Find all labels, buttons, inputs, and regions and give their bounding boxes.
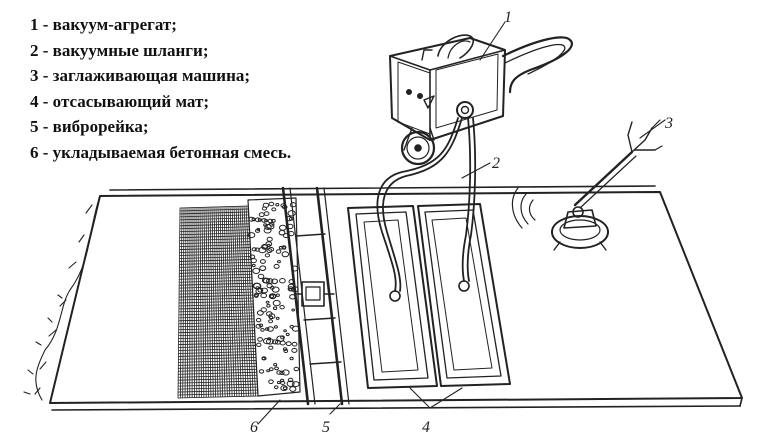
callout-1: 1 [504, 9, 512, 26]
suction-mat-left [348, 206, 437, 388]
callout-3: 3 [664, 115, 673, 132]
concrete-slab [50, 186, 742, 410]
vibro-screed [283, 188, 349, 404]
callout-2: 2 [492, 155, 500, 172]
legend-item-2: 2 - вакуумные шланги; [30, 38, 291, 64]
legend-item-6: 6 - укладываемая бетонная смесь. [30, 140, 291, 166]
callout-5: 5 [322, 419, 330, 436]
legend-item-1: 1 - вакуум-агрегат; [30, 12, 291, 38]
callout-6: 6 [250, 419, 258, 436]
troweling-machine [512, 120, 662, 250]
legend: 1 - вакуум-агрегат; 2 - вакуумные шланги… [30, 12, 291, 166]
callout-4: 4 [422, 419, 430, 436]
fresh-concrete-edge [24, 196, 100, 400]
vacuum-unit [390, 35, 572, 164]
legend-item-4: 4 - отсасывающий мат; [30, 89, 291, 115]
legend-item-5: 5 - виброрейка; [30, 114, 291, 140]
legend-item-3: 3 - заглаживающая машина; [30, 63, 291, 89]
suction-mat-right [418, 204, 510, 386]
mesh-area [178, 206, 258, 398]
